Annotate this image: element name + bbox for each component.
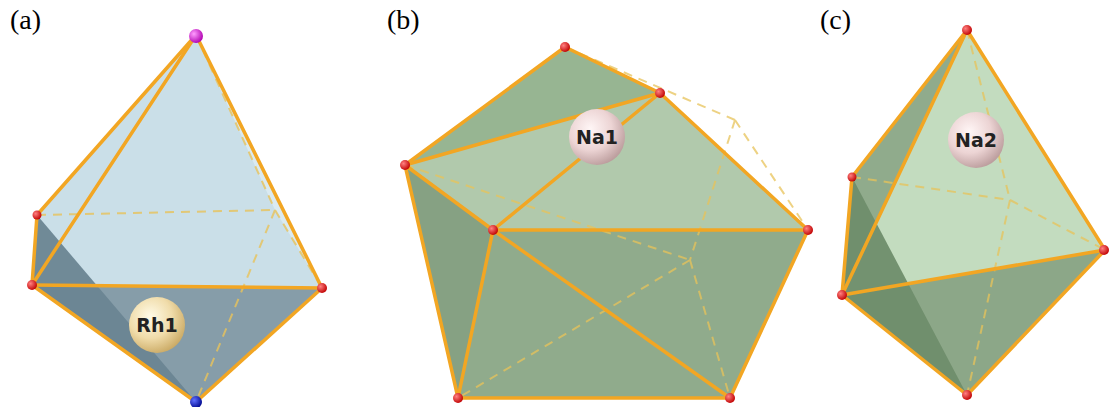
rh1-polyhedron (27, 29, 327, 407)
panel-label: (b) (387, 4, 420, 36)
atom-label: Na1 (576, 126, 618, 148)
atom-label: Rh1 (136, 314, 177, 336)
atom-sphere: Rh1 (128, 296, 186, 354)
panel-label: (a) (10, 4, 41, 36)
atom-sphere: Na2 (947, 111, 1005, 169)
na1-polyhedron (400, 42, 813, 403)
atom-label: Na2 (955, 129, 997, 151)
panel-label: (c) (820, 4, 851, 36)
na2-polyhedron (837, 25, 1109, 400)
atom-sphere: Na1 (568, 108, 626, 166)
